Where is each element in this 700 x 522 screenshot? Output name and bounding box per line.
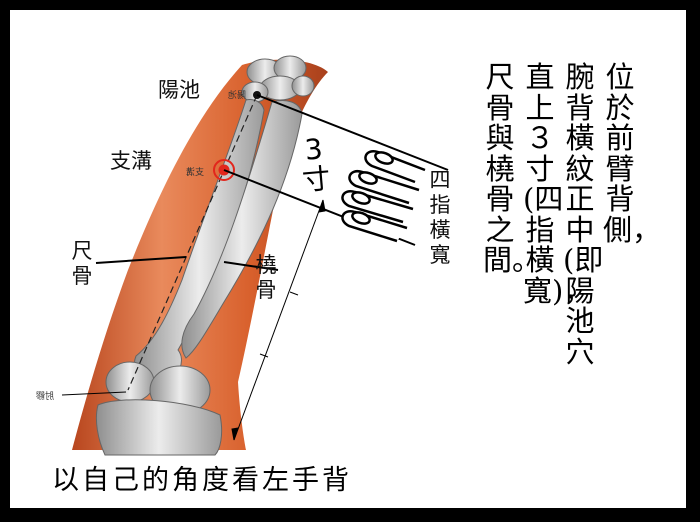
measure-3-cun: 3 寸: [292, 132, 337, 198]
tiny-label-yangchi: 陽池: [228, 91, 247, 101]
label-ulna: 尺骨: [71, 239, 93, 288]
leader-ulna: [95, 256, 187, 264]
carpal-bones: [241, 55, 315, 103]
description-col-2: 腕背橫紋正中(即陽池穴: [563, 60, 604, 369]
label-zhigou: 支溝: [110, 149, 152, 173]
label-yangchi: 陽池: [158, 78, 200, 102]
description-col-3: 直上３寸(四指橫寬)，: [523, 60, 593, 308]
description-col-1: 位於前臂背側，: [603, 60, 662, 247]
zhigou-point-ring: [213, 159, 235, 181]
label-four-finger-width: 四指橫寬: [429, 168, 451, 267]
label-radius: 橈骨: [255, 253, 277, 302]
description-col-4: 尺骨與橈骨之間。: [483, 60, 542, 277]
forearm-illustration: [61, 55, 449, 456]
elbow-bones: [95, 361, 223, 456]
dimension-line: [231, 199, 326, 441]
four-fingers: [341, 149, 426, 243]
tiny-label-elbow: 肘髎: [36, 392, 55, 402]
leader-elbow: [61, 391, 127, 396]
leader-radius: [223, 261, 279, 271]
radius-bone: [181, 100, 303, 359]
tiny-label-zhigou: 支溝: [186, 168, 205, 178]
meridian-dashed-line: [127, 94, 258, 391]
caption: 以自己的角度看左手背: [52, 465, 352, 496]
diagram-panel: 陽池 支溝 尺骨 橈骨 四指橫寬 3 寸 陽池 支溝 肘髎 位於前臂背側， 腕背…: [10, 10, 686, 508]
measure-line-top: [256, 94, 449, 171]
measure-unit: 寸: [300, 161, 332, 198]
